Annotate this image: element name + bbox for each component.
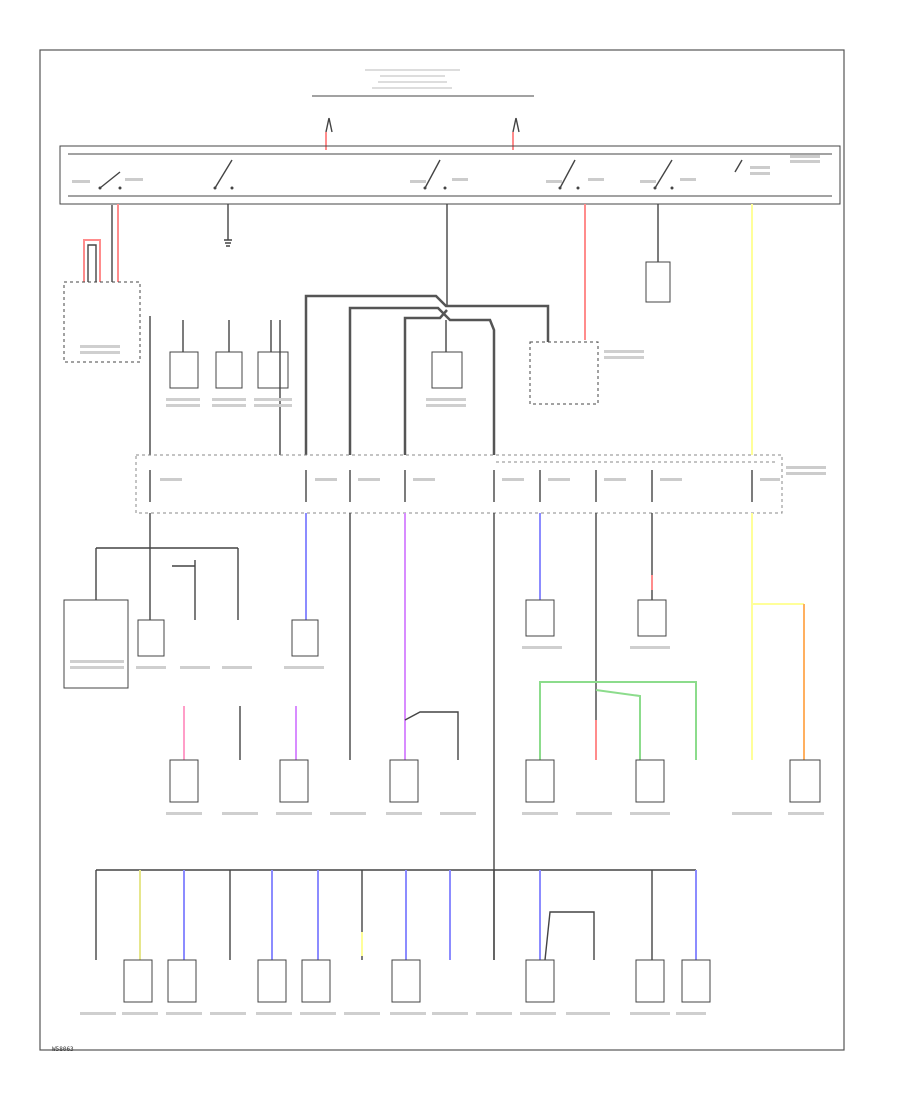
diagram-frame bbox=[39, 49, 845, 1051]
bottom-components bbox=[123, 959, 711, 1003]
diagram-id: W58063 bbox=[52, 1046, 74, 1053]
top-connector-pins bbox=[325, 117, 520, 150]
ignition-switch-box bbox=[59, 145, 841, 205]
mid-components bbox=[63, 599, 821, 803]
component-label-stubs bbox=[70, 345, 824, 1015]
bottom-bus bbox=[95, 869, 697, 961]
gray-trunk-wires bbox=[149, 294, 550, 455]
mid-wiring bbox=[95, 513, 805, 960]
header-labels bbox=[312, 69, 534, 97]
fuse-block bbox=[135, 454, 826, 514]
upper-wiring bbox=[83, 204, 753, 455]
upper-components bbox=[63, 261, 671, 405]
